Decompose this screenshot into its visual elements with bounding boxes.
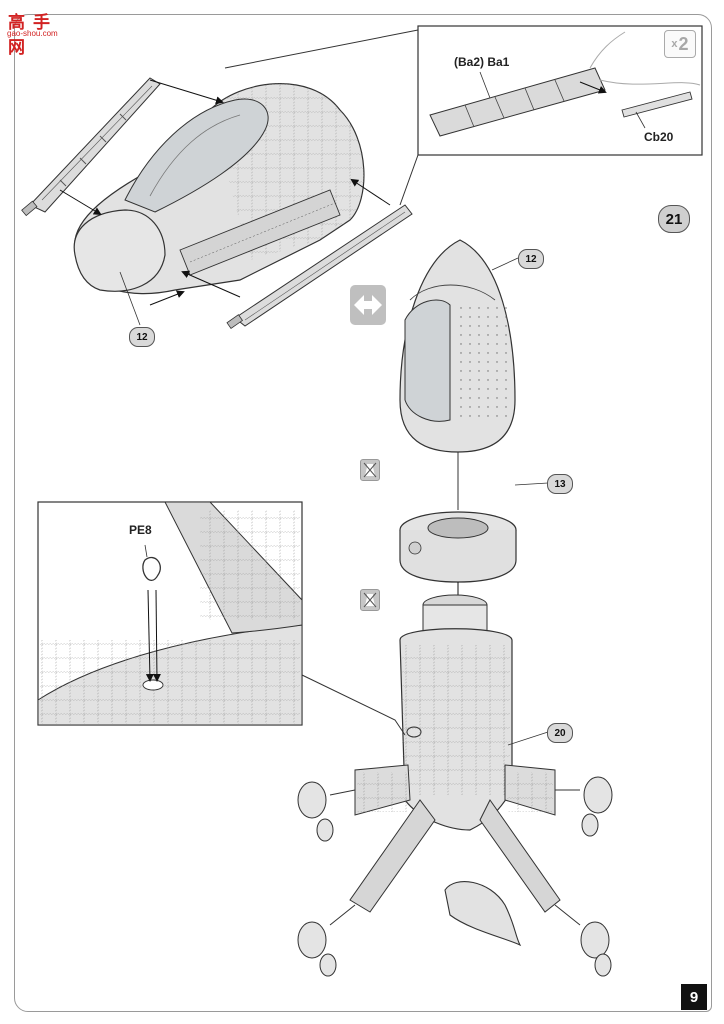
vertical-assembly xyxy=(297,239,613,977)
no-glue-icon xyxy=(360,459,380,481)
watermark-title: 高手网 xyxy=(8,13,58,58)
page-frame xyxy=(14,14,712,1012)
quantity-count: 2 xyxy=(678,33,689,54)
part-badge-fuselage: 20 xyxy=(547,723,573,743)
page-number: 9 xyxy=(681,984,707,1010)
watermark-url: gao-shou.com xyxy=(7,29,58,38)
part-badge-ring: 13 xyxy=(547,474,573,494)
rod-part-label: Cb20 xyxy=(644,130,674,144)
nose-cockpit-assembly xyxy=(21,77,413,330)
glass-part-label: (Ba2) Ba1 xyxy=(454,55,510,69)
part-badge-nose-right: 12 xyxy=(518,249,544,269)
detail-callout-box xyxy=(224,25,703,206)
site-watermark-logo: 高手网 gao-shou.com xyxy=(4,6,74,58)
mirror-arrows-icon xyxy=(350,285,386,325)
zoom-detail-box xyxy=(37,501,406,736)
quantity-prefix: x xyxy=(671,38,678,50)
canopy-rail-bottom xyxy=(226,204,413,330)
pe-ring-label: PE8 xyxy=(129,523,152,537)
canopy-rail-top xyxy=(21,77,161,217)
no-glue-icon xyxy=(360,589,380,611)
landing-gear xyxy=(297,776,613,977)
step-number-badge: 21 xyxy=(658,205,690,233)
part-badge-nose-left: 12 xyxy=(129,327,155,347)
